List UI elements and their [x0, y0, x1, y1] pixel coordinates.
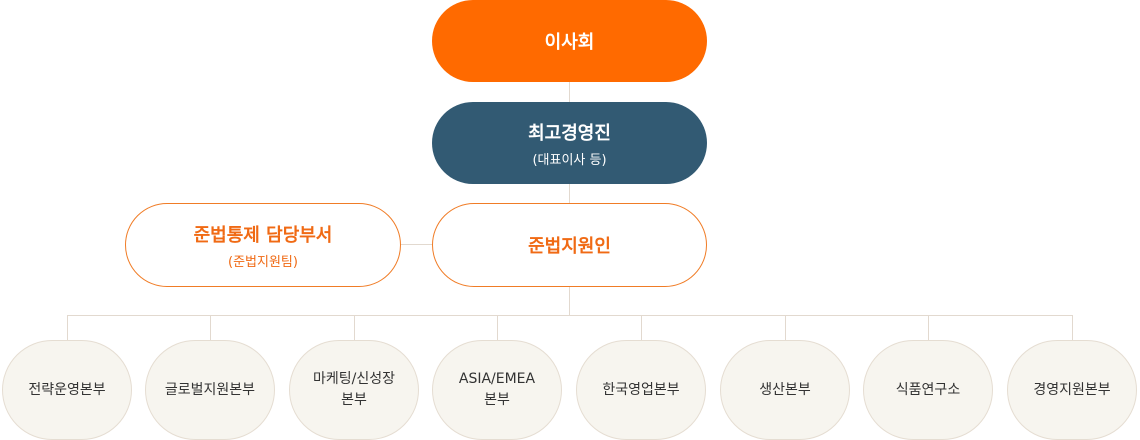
executive-title: 최고경영진	[528, 122, 611, 144]
executive-subtitle: (대표이사 등)	[532, 152, 607, 168]
board-node: 이사회	[432, 0, 707, 82]
unit-label-line2: 본부	[484, 392, 510, 408]
unit-label: 생산본부	[759, 381, 811, 398]
unit-label: 전략운영본부	[28, 381, 106, 398]
unit-label: ASIA/EMEA	[458, 371, 536, 387]
connector-exec-officer	[569, 184, 570, 203]
connector-unit-4	[497, 315, 498, 340]
unit-node-global-support: 글로벌지원본부	[145, 340, 275, 440]
unit-label: 마케팅/신성장	[313, 371, 395, 387]
connector-unit-5	[641, 315, 642, 340]
connector-unit-7	[928, 315, 929, 340]
connector-unit-6	[785, 315, 786, 340]
compliance-officer-title: 준법지원인	[528, 236, 611, 257]
unit-label: 경영지원본부	[1033, 381, 1111, 398]
unit-node-management-support: 경영지원본부	[1007, 340, 1137, 440]
unit-node-food-research: 식품연구소	[863, 340, 993, 440]
connector-board-exec	[569, 82, 570, 102]
unit-node-marketing: 마케팅/신성장 본부	[289, 340, 419, 440]
compliance-department-node: 준법통제 담당부서 (준법지원팀)	[125, 203, 401, 287]
connector-dept-officer	[401, 244, 432, 245]
unit-node-strategy: 전략운영본부	[2, 340, 132, 440]
compliance-department-title: 준법통제 담당부서	[193, 224, 333, 246]
connector-unit-2	[210, 315, 211, 340]
connector-unit-3	[354, 315, 355, 340]
compliance-officer-node: 준법지원인	[432, 203, 707, 287]
unit-node-korea-sales: 한국영업본부	[576, 340, 706, 440]
connector-unit-8	[1072, 315, 1073, 340]
connector-unit-1	[67, 315, 68, 340]
unit-label-line2: 본부	[341, 392, 367, 408]
unit-node-asia-emea: ASIA/EMEA 본부	[432, 340, 562, 440]
executive-node: 최고경영진 (대표이사 등)	[432, 102, 707, 184]
unit-node-production: 생산본부	[720, 340, 850, 440]
unit-label: 식품연구소	[895, 381, 961, 398]
board-title: 이사회	[544, 32, 595, 53]
unit-label: 한국영업본부	[602, 381, 680, 398]
connector-units-horizontal	[67, 315, 1073, 316]
connector-officer-units	[569, 287, 570, 315]
compliance-department-subtitle: (준법지원팀)	[228, 254, 298, 270]
unit-label: 글로벌지원본부	[164, 381, 256, 398]
